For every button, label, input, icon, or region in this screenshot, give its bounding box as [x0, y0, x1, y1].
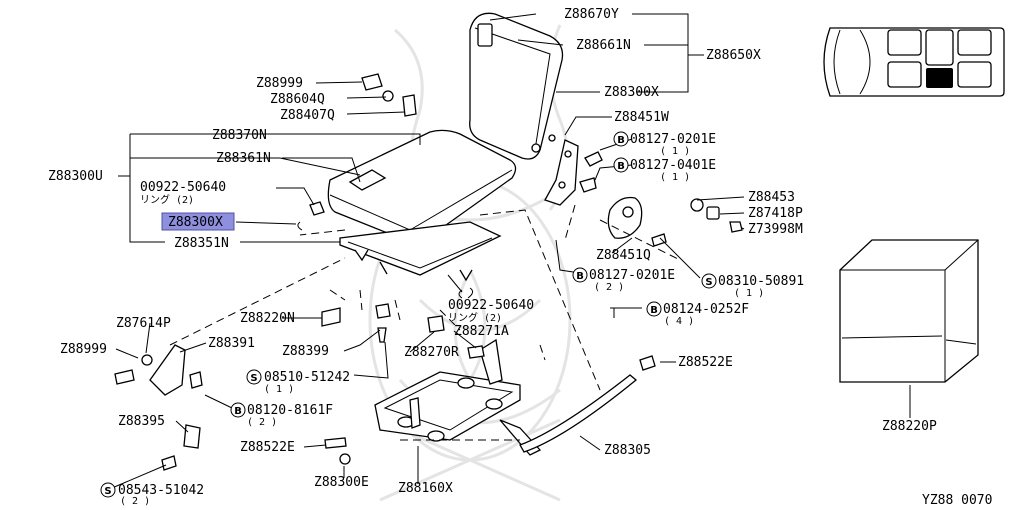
svg-text:B: B [650, 305, 658, 316]
label-Z88300U[interactable]: Z88300U [48, 169, 103, 184]
label-Z88407Q[interactable]: Z88407Q [280, 108, 335, 123]
label-Z73998M[interactable]: Z73998M [748, 222, 803, 237]
label-qty-b: ( 1 ) [660, 172, 690, 183]
part-labels: Z88670Y Z88661N Z88650X Z88300X Z88999 Z… [48, 7, 992, 508]
label-08127-0201E-b[interactable]: 08127-0201E [589, 268, 675, 283]
label-Z87614P[interactable]: Z87614P [116, 316, 171, 331]
label-Z88451Q[interactable]: Z88451Q [596, 248, 651, 263]
label-qty-d: ( 1 ) [734, 288, 764, 299]
label-Z88271A[interactable]: Z88271A [454, 324, 509, 339]
label-08543-51042[interactable]: 08543-51042 [118, 483, 204, 498]
label-Z88604Q[interactable]: Z88604Q [270, 92, 325, 107]
label-Z88270R[interactable]: Z88270R [404, 345, 459, 360]
label-qty-h: ( 2 ) [120, 496, 150, 507]
label-ring-00922-50640-a[interactable]: 00922-50640 [140, 180, 226, 195]
label-ring-sub-a: リング (2) [140, 193, 194, 206]
diagram-code: YZ88 0070 [922, 493, 992, 508]
label-08310-50891[interactable]: 08310-50891 [718, 274, 804, 289]
svg-text:S: S [104, 486, 111, 497]
seat-frame[interactable] [339, 221, 502, 282]
assembly-guides [169, 204, 681, 441]
left-bracket[interactable] [114, 344, 203, 471]
svg-text:B: B [576, 271, 584, 282]
svg-text:S: S [250, 373, 257, 384]
leader-lines [111, 13, 911, 489]
label-Z88160X[interactable]: Z88160X [398, 481, 453, 496]
label-Z88370N[interactable]: Z88370N [212, 128, 267, 143]
label-08127-0401E[interactable]: 08127-0401E [630, 158, 716, 173]
label-Z88650X[interactable]: Z88650X [706, 48, 761, 63]
label-Z88300X-top[interactable]: Z88300X [604, 85, 659, 100]
label-qty-g: ( 2 ) [247, 417, 277, 428]
label-08124-0252F[interactable]: 08124-0252F [663, 302, 749, 317]
label-qty-f: ( 1 ) [264, 384, 294, 395]
knob-assembly[interactable] [690, 198, 743, 233]
label-Z87418P[interactable]: Z87418P [748, 206, 803, 221]
seat-cover-box[interactable] [839, 239, 979, 383]
label-ring-00922-50640-b[interactable]: 00922-50640 [448, 298, 534, 313]
ring-clips [297, 201, 474, 299]
svg-text:B: B [234, 406, 242, 417]
label-08127-0201E-a[interactable]: 08127-0201E [630, 132, 716, 147]
stopper-blocks[interactable] [321, 303, 485, 465]
seat-location-diagram [823, 27, 1005, 97]
hinge-bracket[interactable] [544, 139, 603, 206]
label-Z88522E-right[interactable]: Z88522E [678, 355, 733, 370]
label-qty-c: ( 2 ) [594, 282, 624, 293]
label-Z88220P[interactable]: Z88220P [882, 419, 937, 434]
label-qty-a: ( 1 ) [660, 146, 690, 157]
support-rod[interactable] [519, 355, 656, 453]
label-Z88361N[interactable]: Z88361N [216, 151, 271, 166]
seat-cushion[interactable] [327, 129, 517, 244]
label-08510-51242[interactable]: 08510-51242 [264, 370, 350, 385]
label-Z88220N[interactable]: Z88220N [240, 311, 295, 326]
label-Z88351N[interactable]: Z88351N [174, 236, 229, 251]
label-Z88399[interactable]: Z88399 [282, 344, 329, 359]
label-Z88391[interactable]: Z88391 [208, 336, 255, 351]
svg-text:B: B [617, 135, 625, 146]
circle-marks: B B B S B S B S [100, 131, 717, 498]
label-Z88522E-left[interactable]: Z88522E [240, 440, 295, 455]
label-Z88395[interactable]: Z88395 [118, 414, 165, 429]
label-Z88999-left[interactable]: Z88999 [60, 342, 107, 357]
highlighted-part-box [161, 212, 235, 231]
label-Z88453[interactable]: Z88453 [748, 190, 795, 205]
label-Z88305[interactable]: Z88305 [604, 443, 651, 458]
label-qty-e: ( 4 ) [664, 316, 694, 327]
label-Z88999-top[interactable]: Z88999 [256, 76, 303, 91]
seat-back[interactable] [469, 12, 564, 160]
label-08120-8161F[interactable]: 08120-8161F [247, 403, 333, 418]
label-Z88661N[interactable]: Z88661N [576, 38, 631, 53]
svg-text:B: B [617, 161, 625, 172]
label-Z88670Y[interactable]: Z88670Y [564, 7, 619, 22]
label-ring-sub-b: リング (2) [448, 311, 502, 324]
svg-text:S: S [705, 277, 712, 288]
label-Z88300E[interactable]: Z88300E [314, 475, 369, 490]
top-small-parts[interactable] [361, 73, 417, 117]
label-Z88451W[interactable]: Z88451W [614, 110, 669, 125]
label-Z88300X-highlighted[interactable]: Z88300X [168, 215, 223, 230]
